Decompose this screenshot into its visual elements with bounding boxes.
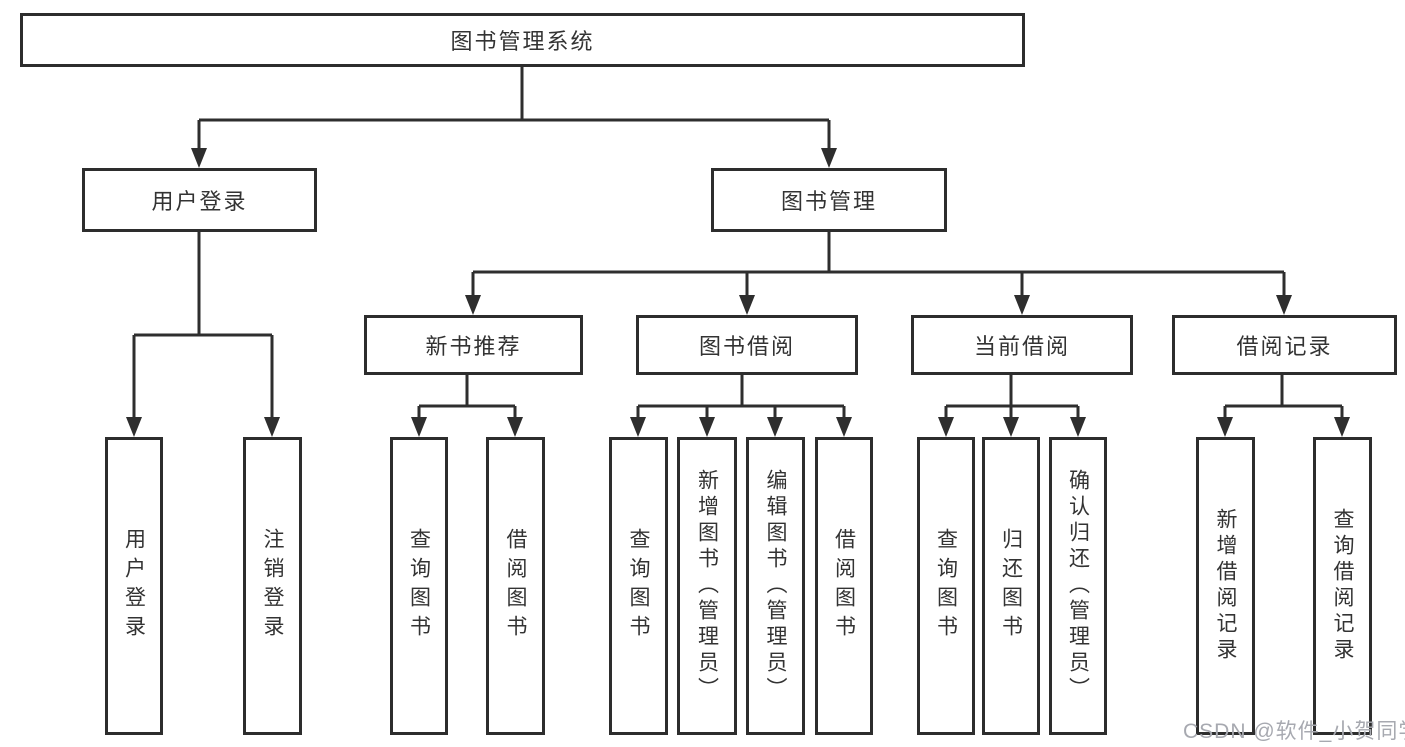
arrowheads — [126, 148, 1350, 437]
leaf-borrow-query-books: 查询图书 — [609, 437, 668, 735]
node-borrow-record: 借阅记录 — [1172, 315, 1397, 375]
node-book-management: 图书管理 — [711, 168, 947, 232]
leaf-borrow-books: 借阅图书 — [815, 437, 873, 735]
leaf-return-books: 归还图书 — [982, 437, 1040, 735]
leaf-recommend-query-books: 查询图书 — [390, 437, 448, 735]
node-current-borrow: 当前借阅 — [911, 315, 1133, 375]
csdn-watermark: CSDN @软件_小贺同学 — [1183, 720, 1405, 743]
leaf-add-books-admin: 新增图书（管理员） — [677, 437, 737, 735]
leaf-confirm-return-admin: 确认归还（管理员） — [1049, 437, 1107, 735]
leaf-user-login: 用户登录 — [105, 437, 163, 735]
leaf-recommend-borrow-books: 借阅图书 — [486, 437, 545, 735]
node-book-borrow: 图书借阅 — [636, 315, 858, 375]
leaf-query-borrow-record: 查询借阅记录 — [1313, 437, 1372, 735]
leaf-add-borrow-record: 新增借阅记录 — [1196, 437, 1255, 735]
leaf-current-query-books: 查询图书 — [917, 437, 975, 735]
node-new-book-recommend: 新书推荐 — [364, 315, 583, 375]
node-user-login: 用户登录 — [82, 168, 317, 232]
leaf-logout: 注销登录 — [243, 437, 302, 735]
node-root: 图书管理系统 — [20, 13, 1025, 67]
leaf-edit-books-admin: 编辑图书（管理员） — [746, 437, 805, 735]
